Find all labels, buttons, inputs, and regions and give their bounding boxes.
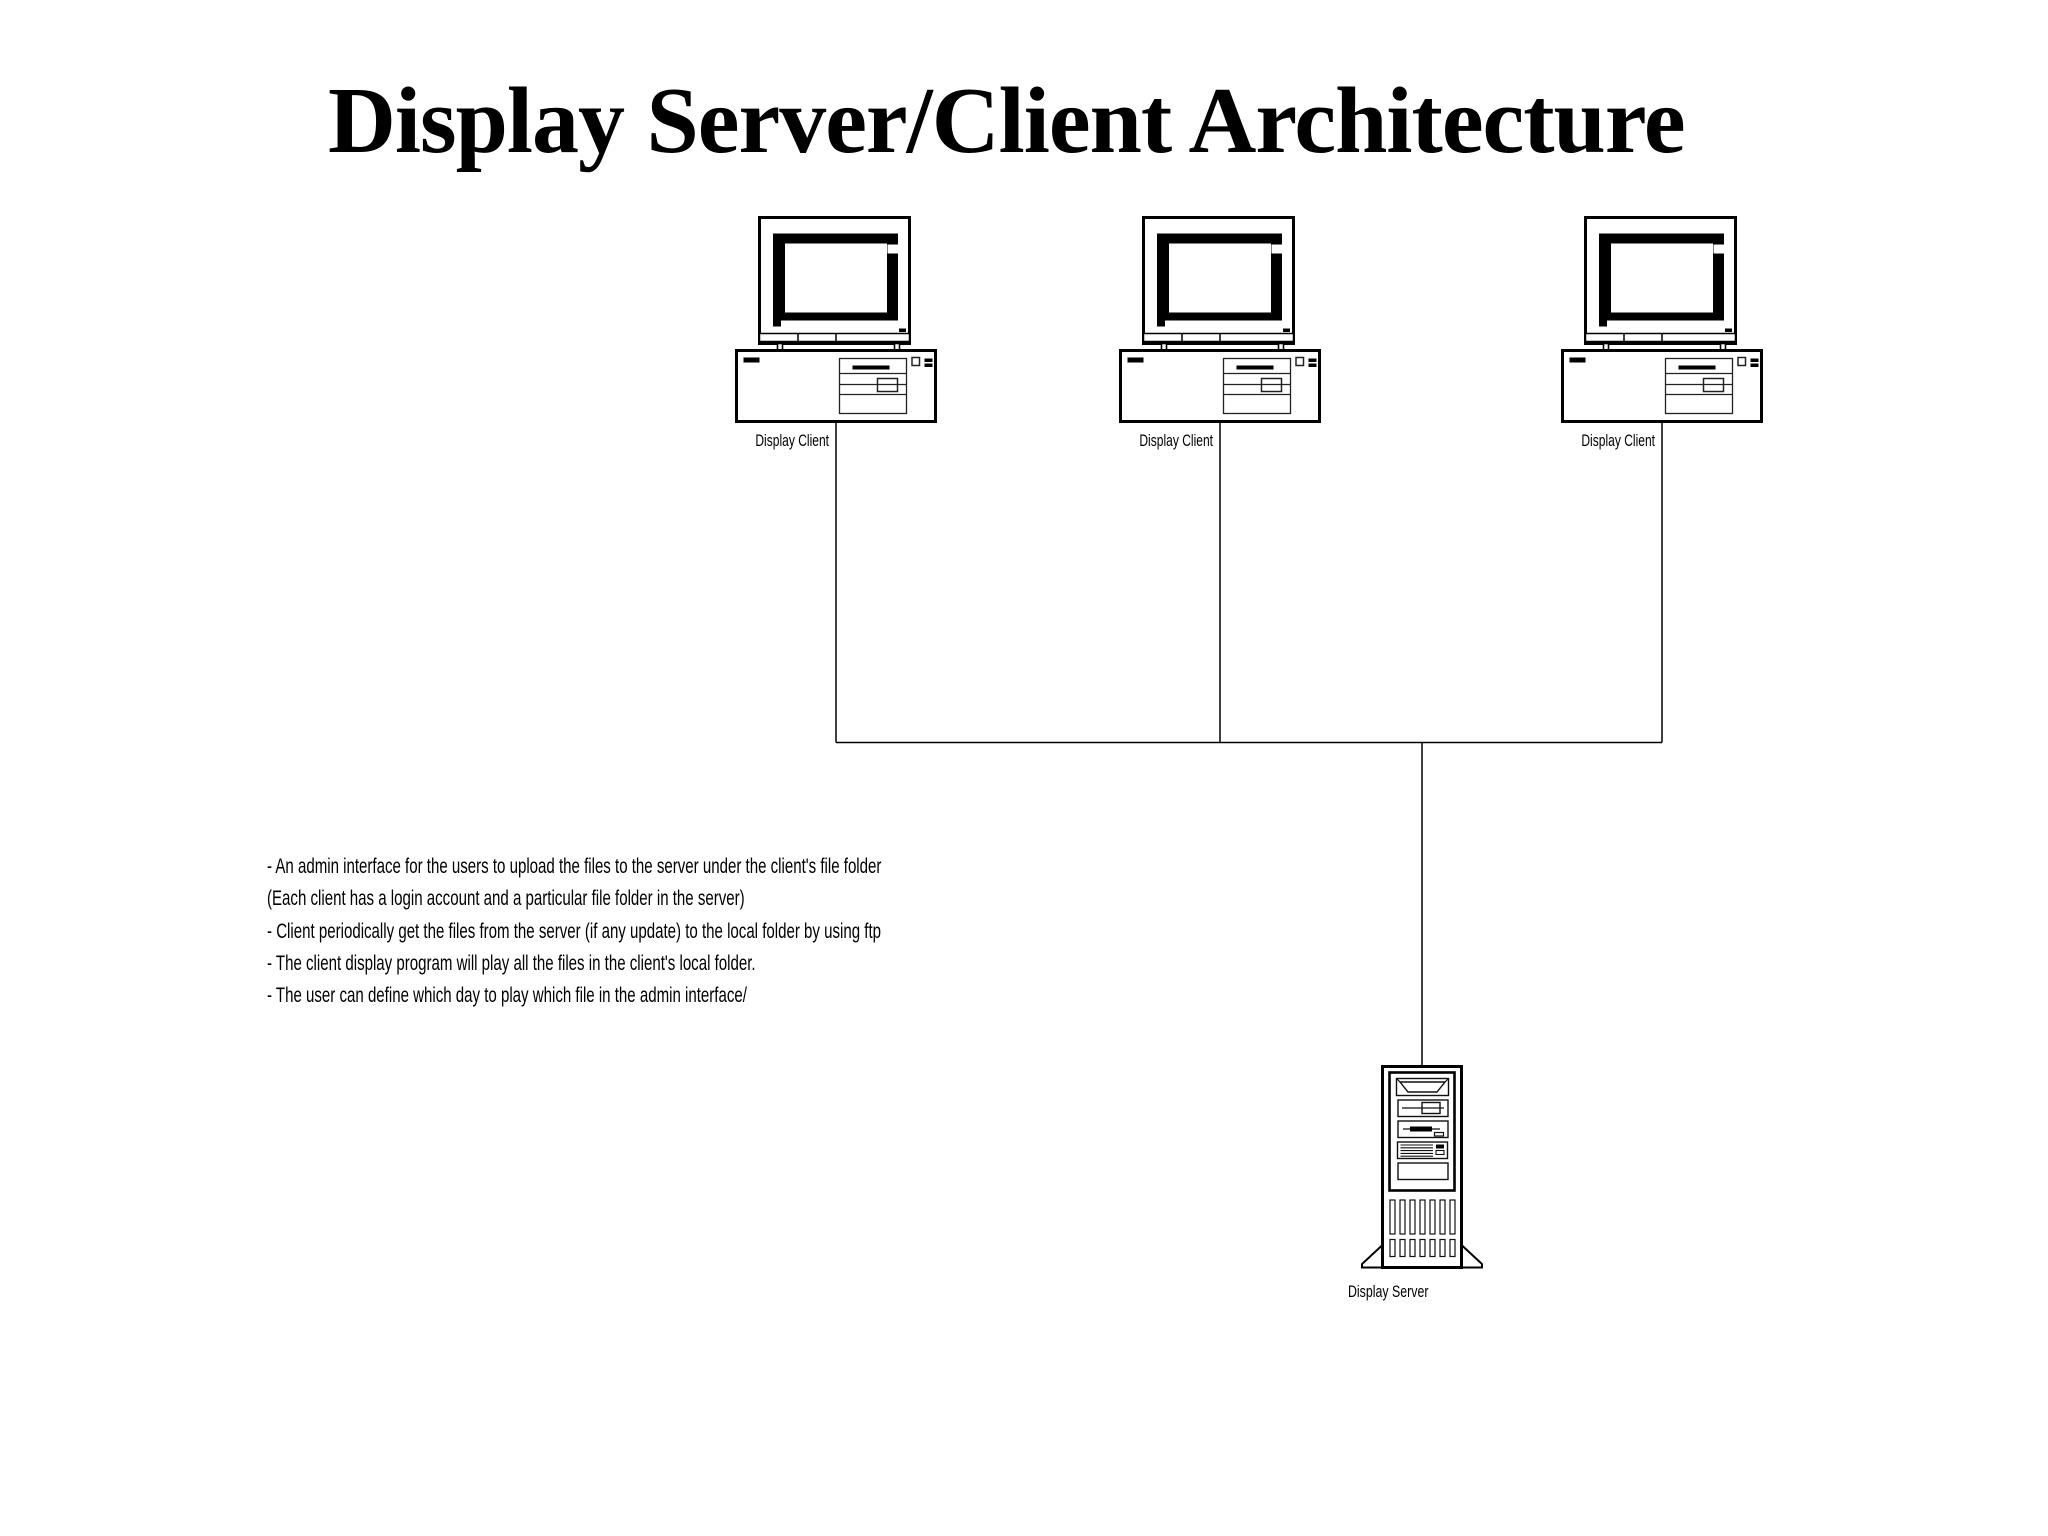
desktop-computer-icon bbox=[1561, 216, 1763, 423]
tower-server-icon bbox=[1360, 1065, 1484, 1269]
page-title: Display Server/Client Architecture bbox=[328, 69, 1686, 173]
desktop-computer-icon bbox=[1119, 216, 1321, 423]
server-node-label: Display Server bbox=[1348, 1283, 1429, 1301]
client-node-label: Display Client bbox=[1139, 432, 1213, 450]
client-node-label: Display Client bbox=[1581, 432, 1655, 450]
note-line: - The client display program will play a… bbox=[267, 950, 756, 975]
note-line: - Client periodically get the files from… bbox=[267, 918, 882, 943]
architecture-notes: - An admin interface for the users to up… bbox=[267, 850, 881, 1011]
client-node-label: Display Client bbox=[755, 432, 829, 450]
desktop-computer-icon bbox=[735, 216, 937, 423]
note-line: - The user can define which day to play … bbox=[267, 983, 747, 1008]
note-line: (Each client has a login account and a p… bbox=[267, 886, 745, 911]
note-line: - An admin interface for the users to up… bbox=[267, 854, 882, 878]
